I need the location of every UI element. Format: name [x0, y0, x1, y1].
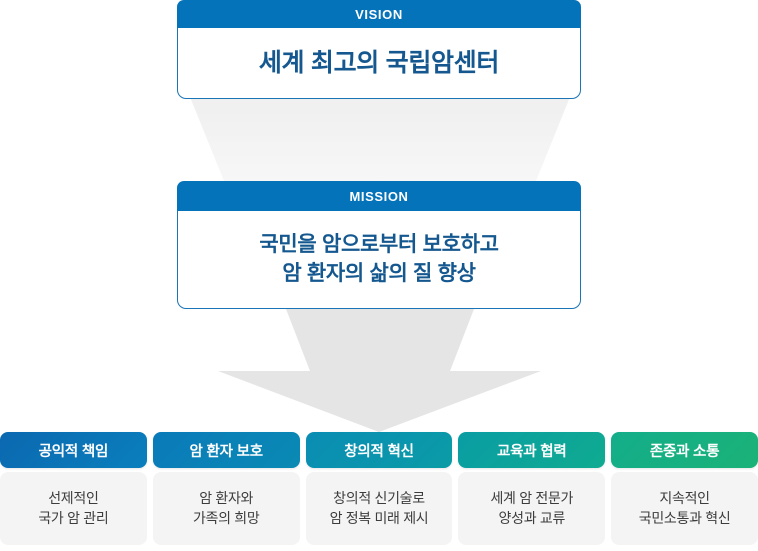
mission-header-label: MISSION: [349, 188, 409, 204]
core-value-description: 창의적 신기술로 암 정복 미래 제시: [305, 472, 453, 545]
core-value-header: 공익적 책임: [0, 432, 147, 468]
core-value-header: 존중과 소통: [611, 432, 758, 468]
mission-panel: MISSION 국민을 암으로부터 보호하고 암 환자의 삶의 질 향상: [177, 181, 581, 309]
vision-panel: VISION 세계 최고의 국립암센터: [177, 0, 581, 99]
core-value-header: 창의적 혁신: [305, 432, 453, 468]
connector-mission-to-values: [218, 309, 541, 432]
core-value-title: 공익적 책임: [38, 443, 109, 460]
core-value-description: 암 환자와 가족의 희망: [152, 472, 300, 545]
mission-statement: 국민을 암으로부터 보호하고 암 환자의 삶의 질 향상: [259, 232, 499, 285]
vision-statement: 세계 최고의 국립암센터: [258, 48, 500, 77]
core-value-description: 지속적인 국민소통과 혁신: [611, 472, 758, 545]
core-values-row: 공익적 책임 선제적인 국가 암 관리 암 환자 보호 암 환자와 가족의 희망…: [0, 432, 758, 551]
core-value-title: 교육과 협력: [497, 443, 567, 460]
core-value-title: 존중과 소통: [649, 443, 720, 460]
core-value-description: 선제적인 국가 암 관리: [0, 472, 147, 545]
core-value-card: 공익적 책임 선제적인 국가 암 관리: [0, 432, 147, 551]
core-value-title: 창의적 혁신: [344, 443, 414, 460]
vision-header: VISION: [177, 0, 581, 28]
core-value-description: 세계 암 전문가 양성과 교류: [458, 472, 606, 545]
core-value-header: 교육과 협력: [458, 432, 606, 468]
core-value-header: 암 환자 보호: [152, 432, 300, 468]
vision-body: 세계 최고의 국립암센터: [177, 28, 581, 99]
core-value-card: 암 환자 보호 암 환자와 가족의 희망: [152, 432, 300, 551]
mission-body: 국민을 암으로부터 보호하고 암 환자의 삶의 질 향상: [177, 211, 581, 309]
vision-header-label: VISION: [355, 6, 403, 22]
core-value-card: 교육과 협력 세계 암 전문가 양성과 교류: [458, 432, 606, 551]
mission-header: MISSION: [177, 181, 581, 211]
core-value-card: 창의적 혁신 창의적 신기술로 암 정복 미래 제시: [305, 432, 453, 551]
core-value-title: 암 환자 보호: [189, 443, 264, 460]
connector-vision-to-mission: [190, 97, 570, 181]
core-value-card: 존중과 소통 지속적인 국민소통과 혁신: [611, 432, 758, 551]
